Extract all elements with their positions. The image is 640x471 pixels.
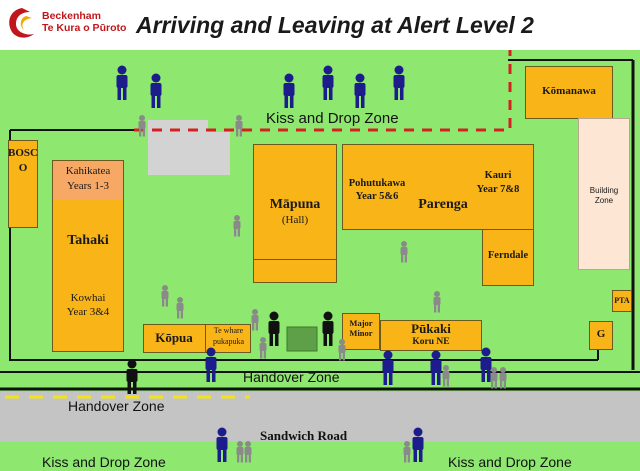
logo-line2: Te Kura o Pūroto [42,22,127,34]
kauri-years: Year 7&8 [476,184,520,195]
pta-label: PTA [614,296,630,305]
major-minor-label1: Major [349,318,373,328]
pukaki-label: Pūkaki [411,321,451,336]
kahikatea-area [53,161,123,199]
handover-zone-road-label: Handover Zone [68,398,165,414]
mapuna-label: Māpuna [269,197,321,212]
logo-line1: Beckenham [42,10,101,22]
road-markings [5,395,250,399]
pta-building [612,290,632,312]
parenga-building [342,144,534,230]
kowhai-label: Kowhai [70,292,106,304]
pukaki-building [380,320,482,351]
g-label: G [596,328,606,340]
header-bar [0,0,640,50]
koru-label: Koru NE [412,337,450,347]
pohutukawa-years: Year 5&6 [355,191,399,202]
page-title: Arriving and Leaving at Alert Level 2 [136,12,534,38]
pohutukawa-label: Pohutukawa [348,178,406,189]
sandwich-road [0,392,640,442]
mapuna-divider [253,259,337,260]
garden-square [286,326,318,352]
kahikatea-label: Kahikatea [65,165,111,177]
komanawa-label: Kōmanawa [542,85,596,97]
parenga-label: Parenga [418,197,468,212]
kopua-building [143,324,251,353]
kiss-drop-zone-top-label: Kiss and Drop Zone [266,110,399,127]
te-whare-label2: pukapuka [212,337,245,346]
bosco-label: BOSCO [8,147,38,174]
g-building [589,321,613,350]
handover-zone-label: Handover Zone [243,369,340,385]
building-zone-label2: Zone [594,196,614,205]
kiss-drop-zone-bottom-left-label: Kiss and Drop Zone [42,454,166,470]
building-zone [578,118,630,270]
mapuna-sub: (Hall) [281,214,309,226]
building-zone-label1: Building [589,186,619,195]
kiss-drop-zone-bottom-right-label: Kiss and Drop Zone [448,454,572,470]
kopua-label: Kōpua [155,330,193,345]
kowhai-years: Year 3&4 [66,306,110,318]
road-label: Sandwich Road [260,428,348,443]
school-logo-icon [9,8,35,38]
bosco-building [8,140,38,228]
komanawa-building [525,66,613,119]
major-minor-building [342,313,380,350]
kauri-label: Kauri [484,170,512,181]
kopua-divider [205,324,206,353]
playground-area [148,120,230,175]
ferndale-building [482,229,534,286]
major-minor-label2: Minor [349,328,373,338]
kahikatea-years: Years 1-3 [67,180,109,192]
te-whare-label1: Te whare [213,326,244,335]
ferndale-label: Ferndale [487,250,529,261]
logo-text: Beckenham Te Kura o Pūroto [42,10,126,34]
tahaki-label: Tahaki [67,233,109,248]
